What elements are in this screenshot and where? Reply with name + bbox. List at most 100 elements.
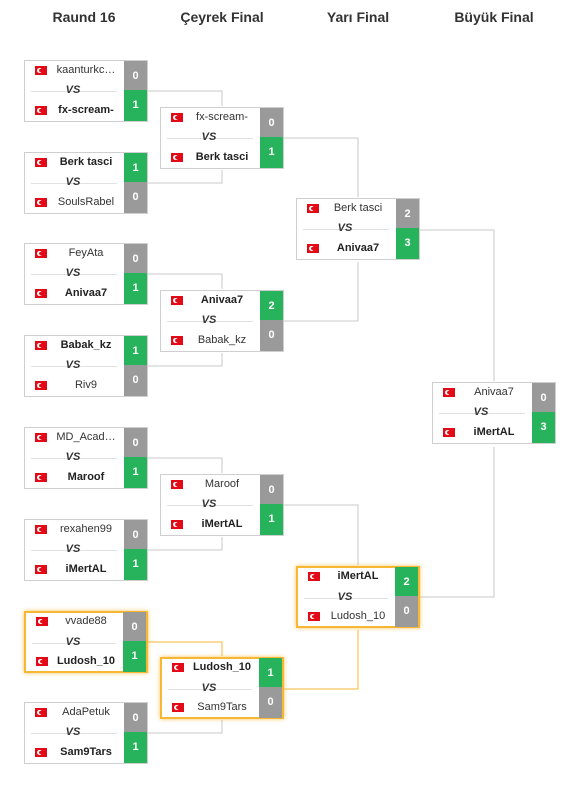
player-row: Ludosh_10 0: [298, 596, 418, 627]
connector-line-highlight: [284, 630, 359, 690]
vs-label: VS: [65, 359, 81, 371]
vs-label: VS: [65, 451, 81, 463]
player-row: iMertAL 2: [298, 567, 418, 598]
score-badge: 0: [124, 365, 147, 396]
connector-line: [148, 90, 223, 106]
score-badge: 0: [260, 108, 283, 139]
divider: [32, 643, 116, 644]
divider: [167, 138, 253, 139]
score-badge: 0: [124, 244, 147, 275]
turkey-flag-icon: [35, 341, 47, 350]
turkey-flag-icon: [172, 663, 184, 672]
player-name: Anivaa7: [336, 242, 380, 254]
turkey-flag-icon: [35, 748, 47, 757]
round-title-r16: Raund 16: [52, 9, 116, 25]
divider: [303, 229, 389, 230]
turkey-flag-icon: [35, 473, 47, 482]
divider: [167, 505, 253, 506]
vs-label: VS: [473, 406, 489, 418]
player-row: Anivaa7 0: [433, 383, 555, 414]
turkey-flag-icon: [443, 388, 455, 397]
turkey-flag-icon: [35, 289, 47, 298]
score-badge: 0: [124, 428, 147, 459]
score-badge: 1: [124, 549, 147, 580]
player-name: AdaPetuk: [62, 706, 110, 718]
connector-line: [148, 170, 223, 184]
turkey-flag-icon: [308, 572, 320, 581]
score-badge: 0: [395, 596, 418, 627]
player-name: MD_Acad…: [56, 431, 116, 443]
vs-label: VS: [65, 267, 81, 279]
player-name: vvade88: [65, 615, 107, 627]
turkey-flag-icon: [35, 381, 47, 390]
vs-label: VS: [201, 498, 217, 510]
player-name: Ludosh_10: [330, 610, 386, 622]
vs-label: VS: [65, 543, 81, 555]
score-badge: 1: [124, 457, 147, 488]
turkey-flag-icon: [35, 106, 47, 115]
divider: [31, 91, 117, 92]
player-name: SoulsRabel: [57, 196, 115, 208]
player-row: kaanturkc…0: [25, 61, 147, 92]
divider: [31, 274, 117, 275]
score-badge: 2: [396, 199, 419, 230]
score-badge: 1: [124, 273, 147, 304]
player-name: Riv9: [74, 379, 97, 391]
connector-line: [148, 353, 223, 367]
connector-line: [148, 537, 223, 551]
vs-label: VS: [201, 682, 217, 694]
score-badge: 2: [260, 291, 283, 322]
player-name: Babak_kz: [197, 334, 247, 346]
turkey-flag-icon: [171, 520, 183, 529]
turkey-flag-icon: [36, 657, 48, 666]
player-name: Sam9Tars: [197, 701, 247, 713]
divider: [167, 321, 253, 322]
round-title-final: Büyük Final: [454, 9, 534, 25]
connector-line-highlight: [148, 641, 223, 656]
connector-line: [284, 504, 359, 565]
vs-label: VS: [65, 84, 81, 96]
turkey-flag-icon: [35, 158, 47, 167]
player-name: Sam9Tars: [60, 746, 112, 758]
player-name: rexahen99: [60, 523, 112, 535]
divider: [31, 366, 117, 367]
player-name: fx-scream-: [58, 104, 114, 116]
player-name: Maroof: [67, 471, 105, 483]
turkey-flag-icon: [172, 703, 184, 712]
connector-line: [284, 262, 359, 322]
player-name: Anivaa7: [474, 386, 514, 398]
player-row: Maroof 1: [25, 457, 147, 488]
turkey-flag-icon: [36, 617, 48, 626]
score-badge: 0: [124, 61, 147, 92]
player-row: fx-scream-0: [161, 108, 283, 139]
vs-label: VS: [65, 176, 81, 188]
score-badge: 1: [259, 658, 282, 689]
score-badge: 1: [260, 504, 283, 535]
divider: [31, 733, 117, 734]
turkey-flag-icon: [308, 612, 320, 621]
score-badge: 1: [124, 153, 147, 184]
connector-line: [284, 137, 359, 197]
player-name: iMertAL: [337, 570, 379, 582]
score-badge: 0: [532, 383, 555, 414]
score-badge: 0: [260, 475, 283, 506]
score-badge: 2: [395, 567, 418, 598]
divider: [31, 458, 117, 459]
turkey-flag-icon: [171, 480, 183, 489]
